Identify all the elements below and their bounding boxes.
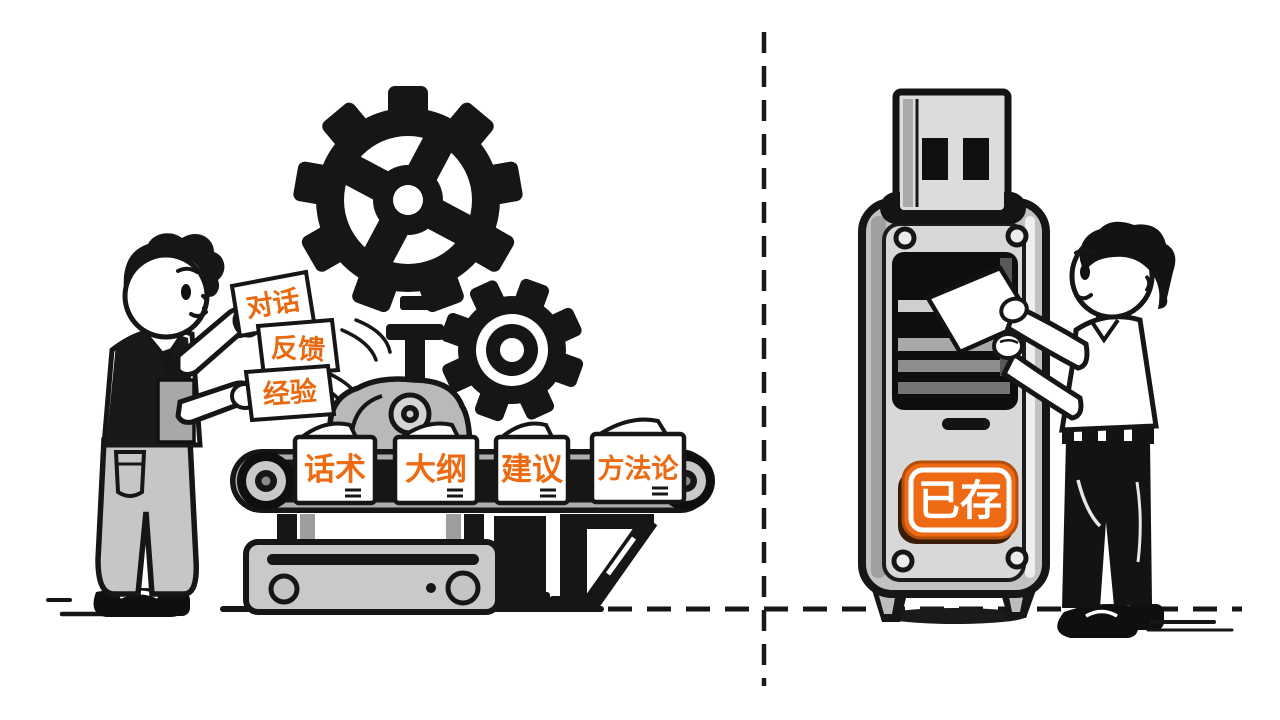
doc-label: 话术 [304,452,366,488]
conveyor-roller-left [237,452,295,510]
screw-top-left [893,226,917,250]
small-gear [440,278,584,422]
output-doc-jianyi: 建议 [493,421,571,506]
worker-left-pocket [113,450,147,498]
doc-label: 方法论 [598,453,680,485]
big-gear [293,86,523,312]
worker-right-eye [1080,264,1090,280]
worker-right-hair [1079,221,1176,309]
worker-right-collar [1090,318,1120,344]
input-note-fankui: 反馈 [255,317,341,379]
base-knob-left [268,573,300,605]
worker-right-lower-arm [1000,350,1084,421]
note-label: 反馈 [270,333,326,367]
worker-left-hair [123,233,225,298]
worker-left-eye [181,284,191,300]
worker-right-shoe [1057,604,1139,638]
worker-right-hand-lower [992,332,1024,360]
worker-right-pants [1062,440,1152,608]
output-doc-huashu: 话术 [292,421,378,506]
worker-left-smile [189,310,208,319]
base-slot [267,554,479,565]
screw-bottom-left [891,549,915,573]
worker-right [992,221,1234,638]
output-doc-dagang: 大纲 [392,421,480,506]
saved-badge: 已存 [898,460,1019,544]
note-label: 经验 [262,375,318,411]
input-notes: 对话 反馈 经验 [229,269,341,423]
worker-left-tie [160,348,178,380]
output-doc-fangfalun: 方法论 [589,417,687,505]
base-knob-right [445,570,481,606]
output-documents: 话术 大纲 建议 方法论 [292,417,687,506]
input-note-duihua: 对话 [229,269,317,339]
conveyor-legs [524,514,658,610]
screw-bottom-right [1005,546,1029,570]
worker-right-hand-upper [999,296,1029,324]
worker-right-ear [1144,274,1151,293]
doc-label: 大纲 [405,452,467,488]
usb-slot-pill [942,418,990,430]
saved-badge-label: 已存 [918,476,1002,525]
worker-right-smile [1075,293,1093,301]
worker-right-upper-arm [1004,302,1090,371]
screw-top-right [1005,224,1029,248]
usb-shadow [883,608,1027,624]
worker-right-eyebrow [1074,248,1095,255]
machine-base [243,514,658,615]
input-note-jingyan: 经验 [243,363,337,423]
worker-left-pants [95,437,199,597]
worker-left-face [122,252,210,340]
worker-left-eyebrow [176,266,199,274]
doc-label: 建议 [501,452,564,488]
worker-left-nose [201,294,209,310]
